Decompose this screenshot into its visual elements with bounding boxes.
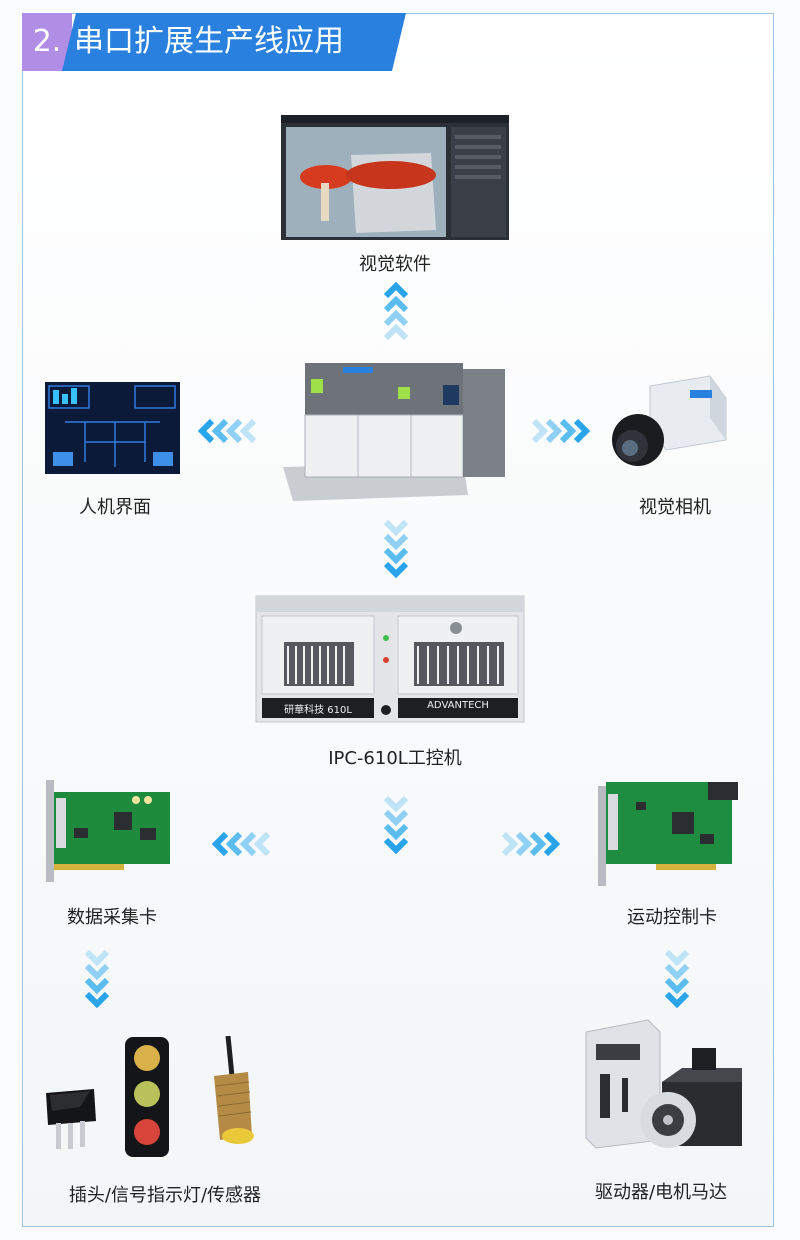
arrow-down-motion-icon (664, 949, 690, 1009)
section-number: 2. (22, 13, 72, 71)
daq-card-label: 数据采集卡 (67, 907, 157, 928)
arrow-left-icon (197, 418, 257, 444)
plug-sensor-label: 插头/信号指示灯/传感器 (68, 1185, 262, 1206)
arrow-down-icon (383, 519, 409, 579)
production-machine-image (283, 355, 508, 507)
servo-driver-motor-image (578, 1018, 746, 1154)
signal-light-icon (124, 1036, 170, 1162)
driver-motor-label: 驱动器/电机马达 (594, 1182, 728, 1203)
rocker-switch-icon (40, 1085, 100, 1159)
arrow-left-daq-icon (211, 831, 271, 857)
daq-card-image (44, 778, 174, 892)
motion-card-image (596, 778, 742, 894)
section-title: 串口扩展生产线应用 (62, 13, 406, 71)
arrow-up-icon (383, 281, 409, 341)
arrow-down-center-icon (383, 795, 409, 855)
motion-card-label: 运动控制卡 (627, 907, 717, 928)
vision-camera-label: 视觉相机 (639, 497, 711, 518)
hmi-label: 人机界面 (79, 497, 151, 518)
hmi-image (45, 382, 180, 478)
proximity-sensor-icon (204, 1035, 260, 1152)
ipc-brand-left: 研華科技 610L (284, 705, 352, 716)
vision-software-image (281, 115, 509, 244)
vision-camera-image (610, 374, 728, 476)
ipc-label: IPC-610L工控机 (328, 748, 462, 769)
ipc-image (254, 594, 526, 728)
arrow-right-icon (531, 418, 591, 444)
vision-software-label: 视觉软件 (359, 254, 431, 275)
ipc-brand-right: ADVANTECH (427, 700, 489, 711)
section-header: 2. 串口扩展生产线应用 (22, 13, 406, 71)
arrow-right-motion-icon (501, 831, 561, 857)
arrow-down-daq-icon (84, 949, 110, 1009)
